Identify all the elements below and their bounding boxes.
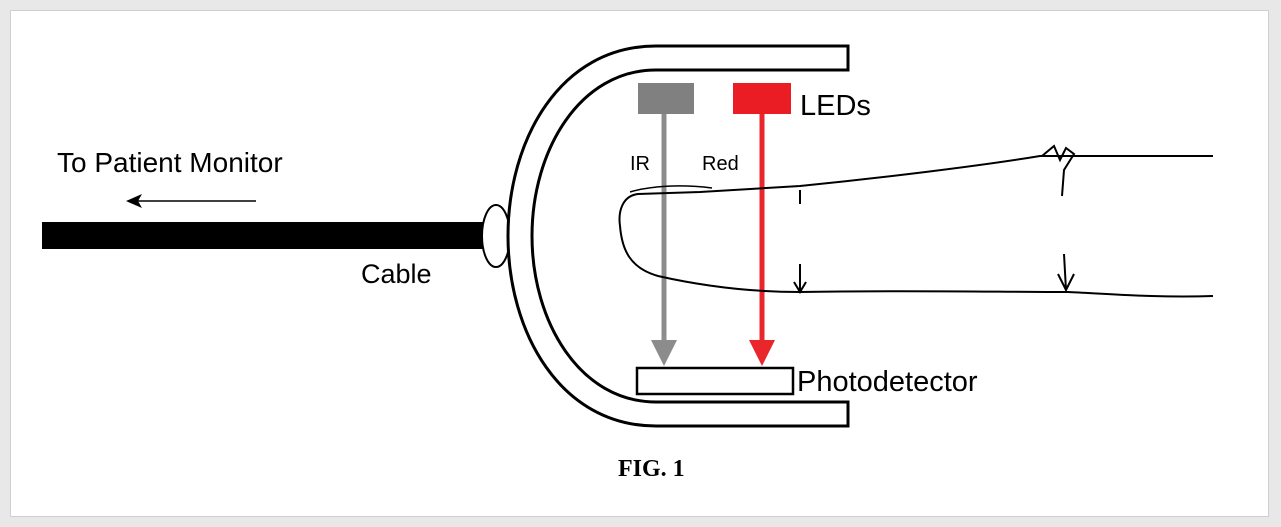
- cable: [42, 222, 490, 249]
- knuckle-crease-bottom: [1057, 253, 1075, 293]
- joint-crease-bottom: [793, 264, 807, 294]
- figure-caption: FIG. 1: [618, 456, 685, 482]
- monitor-arrow-head: [126, 194, 142, 208]
- knuckle-crease-top: [1041, 144, 1076, 197]
- photodetector-label: Photodetector: [797, 366, 978, 398]
- red-beam-arrowhead: [749, 340, 775, 366]
- photodetector: [635, 366, 795, 396]
- ir-beam-arrowhead: [651, 340, 677, 366]
- leds-label: LEDs: [800, 90, 871, 122]
- red-led: [733, 83, 791, 114]
- red-label: Red: [702, 153, 739, 175]
- ir-led: [638, 83, 694, 114]
- cable-connector: [481, 204, 511, 268]
- monitor-label: To Patient Monitor: [57, 147, 283, 178]
- clip-housing: [506, 44, 850, 428]
- fingernail: [629, 185, 713, 193]
- finger-outline: [618, 155, 1214, 298]
- cable-label: Cable: [361, 259, 432, 289]
- ir-label: IR: [630, 153, 650, 175]
